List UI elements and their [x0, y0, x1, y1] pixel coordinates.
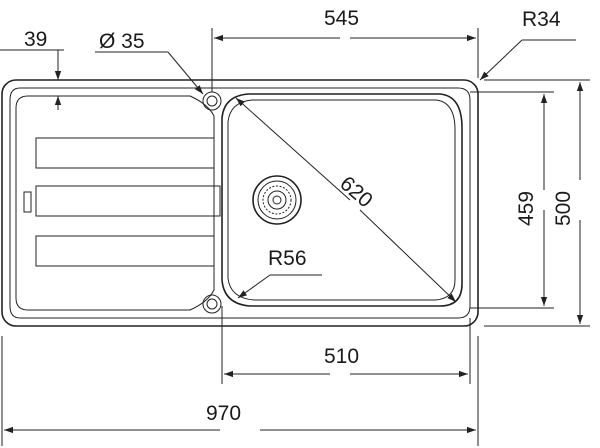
dim-label-39: 39: [24, 28, 47, 51]
bowl-outline: [221, 93, 463, 307]
dim-label-970: 970: [206, 402, 241, 425]
tap-hole-top: [202, 91, 222, 111]
drain-strainer-icon: [252, 175, 302, 225]
sink-inner-rim: [9, 87, 471, 319]
dim-label-r34: R34: [522, 8, 561, 31]
drainboard-overflow-slot: [23, 191, 32, 213]
dim-label-r56: R56: [268, 247, 307, 270]
tap-hole-bottom: [202, 294, 222, 314]
dim-label-tap-hole: Ø 35: [99, 30, 145, 53]
dim-label-620: 620: [335, 172, 377, 212]
drainboard-groove-2: [35, 185, 215, 217]
drainboard-outline: [15, 95, 215, 311]
dim-label-510: 510: [324, 345, 359, 368]
sink-outer-outline: [1, 79, 479, 327]
dim-label-459: 459: [515, 191, 538, 226]
dim-label-545: 545: [324, 7, 359, 30]
drainboard-groove-1: [35, 137, 215, 169]
dim-label-500: 500: [552, 191, 575, 226]
drainboard-edge-notch: [213, 185, 221, 217]
bowl-inner-outline: [227, 99, 456, 301]
drainboard-groove-3: [35, 235, 215, 267]
